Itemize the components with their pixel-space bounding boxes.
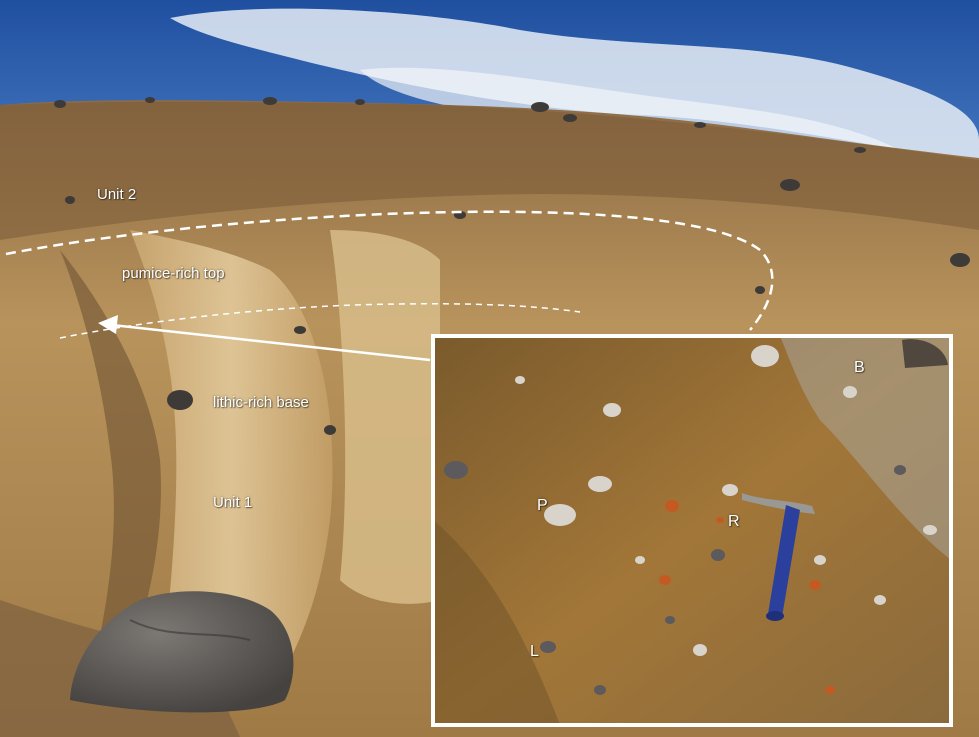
rock-hammer <box>742 493 815 621</box>
label-unit-1: Unit 1 <box>213 494 253 511</box>
label-unit-2: Unit 2 <box>97 186 137 203</box>
inset-label-p: P <box>537 497 548 514</box>
label-lithic-rich-base: lithic-rich base <box>213 394 309 411</box>
label-pumice-rich-top: pumice-rich top <box>122 265 225 282</box>
inset-label-l: L <box>530 643 539 660</box>
inset-label-r: R <box>728 513 740 530</box>
inset-closeup <box>431 334 953 727</box>
unit1-deposit <box>130 230 333 690</box>
inset-pointer-arrow <box>98 315 431 362</box>
boulder <box>70 591 294 713</box>
inset-label-b: B <box>854 359 865 376</box>
unit2-boundary-line <box>5 210 774 331</box>
pumice-lithic-boundary-line <box>59 303 581 339</box>
cloud <box>360 67 900 150</box>
